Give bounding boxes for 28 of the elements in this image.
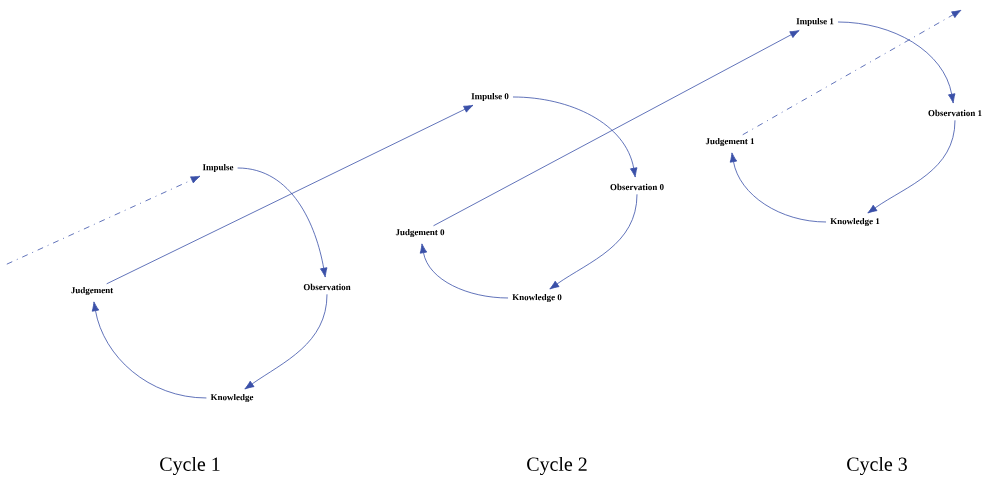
arrow (549, 193, 638, 290)
node-label: Observation (303, 283, 351, 291)
arrow (512, 96, 638, 178)
node-label: Impulse (202, 163, 234, 173)
arrow (106, 104, 474, 285)
node-label: Impulse 1 (796, 17, 834, 27)
node-label: Knowledge (210, 393, 254, 403)
cycle-label: Cycle 2 (527, 456, 587, 476)
node-label: Observation 1 (928, 109, 982, 117)
node-label: Impulse 0 (471, 92, 509, 102)
arrow (433, 30, 800, 227)
arrow (742, 9, 962, 136)
node-label: Observation 0 (610, 183, 664, 191)
node-label: Judgement 0 (395, 228, 445, 238)
arrow (837, 21, 956, 104)
arrow (867, 119, 956, 214)
arrow (244, 293, 328, 390)
arrow (6, 175, 201, 265)
arrow (729, 152, 827, 223)
cycle-label: Cycle 1 (160, 456, 220, 476)
cycle-label: Cycle 3 (847, 456, 907, 476)
node-label: Knowledge 0 (512, 293, 562, 303)
arrow (237, 167, 328, 278)
node-label: Judgement 1 (705, 137, 755, 147)
arrow (91, 301, 207, 399)
node-label: Knowledge 1 (830, 217, 880, 227)
node-label: Judgement (71, 286, 114, 296)
arrow (419, 243, 509, 299)
